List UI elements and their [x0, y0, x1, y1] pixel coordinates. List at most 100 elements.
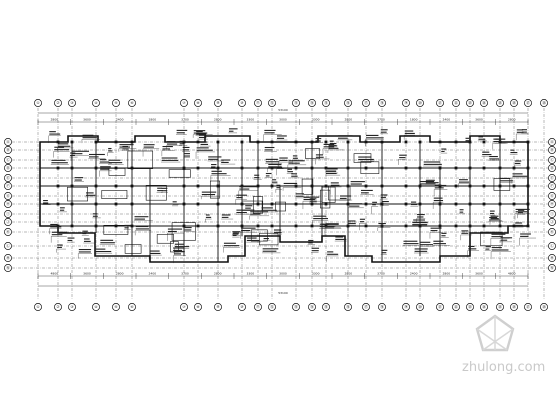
svg-text:①: ①	[36, 305, 39, 309]
column-axis-bubble: ⑫	[268, 303, 276, 311]
column-axis-bubble: ㉘	[540, 303, 548, 311]
svg-text:⑧: ⑧	[196, 305, 200, 309]
column-axis-bubble: ㉗	[524, 99, 532, 107]
row-axis-bubble-right: Ⓚ	[548, 228, 556, 236]
column-axis-bubble: ⑬	[292, 99, 300, 107]
column-axis-bubble: ⑨	[214, 99, 222, 107]
svg-text:Ⓝ: Ⓝ	[550, 265, 554, 270]
svg-text:㉗: ㉗	[526, 304, 530, 309]
row-axis-bubble-right: Ⓙ	[548, 218, 556, 226]
column-axis-bubble: ①	[34, 303, 42, 311]
row-axis-bubble-right: Ⓒ	[548, 156, 556, 164]
svg-text:④: ④	[94, 101, 97, 105]
column-axis-bubble: ㉖	[510, 303, 518, 311]
column-axis-bubble: ⑦	[180, 303, 188, 311]
dimension-label: 2800	[51, 118, 59, 122]
column-axis-bubble: ㉔	[480, 303, 488, 311]
row-axis-bubble-left: Ⓚ	[4, 228, 12, 236]
overall-dimension-top: 53100	[278, 108, 288, 112]
svg-text:⑤: ⑤	[114, 305, 118, 309]
dimension-label: 3300	[312, 272, 320, 276]
column-axis-bubble: ⑮	[322, 99, 330, 107]
svg-text:⑦: ⑦	[182, 305, 185, 309]
svg-text:Ⓛ: Ⓛ	[6, 243, 10, 248]
svg-text:⑲: ⑲	[404, 304, 408, 309]
row-axis-bubble-left: Ⓓ	[4, 164, 12, 172]
dimension-label: 2400	[116, 118, 124, 122]
column-axis-bubble: ⑱	[378, 99, 386, 107]
row-axis-bubble-left: Ⓙ	[4, 218, 12, 226]
column-axis-bubble: ⑰	[362, 303, 370, 311]
svg-text:③: ③	[70, 305, 73, 309]
svg-text:Ⓕ: Ⓕ	[6, 183, 10, 188]
svg-text:⑨: ⑨	[216, 101, 220, 105]
dimension-label: 1800	[410, 118, 418, 122]
svg-text:Ⓓ: Ⓓ	[6, 165, 10, 170]
row-axis-bubble-right: Ⓖ	[548, 192, 556, 200]
svg-text:㉒: ㉒	[454, 100, 458, 105]
dimension-label: 4800	[51, 272, 59, 276]
column-axis-bubble: ③	[68, 99, 76, 107]
svg-text:㉗: ㉗	[526, 100, 530, 105]
column-axis-bubble: ⑫	[268, 99, 276, 107]
svg-text:㉔: ㉔	[482, 304, 486, 309]
row-axis-bubble-left: Ⓗ	[4, 200, 12, 208]
svg-text:Ⓗ: Ⓗ	[6, 201, 10, 206]
svg-text:Ⓜ: Ⓜ	[6, 255, 10, 260]
svg-text:⑯: ⑯	[346, 304, 350, 309]
column-axis-bubble: ⑪	[254, 99, 262, 107]
row-axis-bubble-right: Ⓜ	[548, 254, 556, 262]
grid-axes: ①①②②③③④④⑤⑤⑥⑥⑦⑦⑧⑧⑨⑨⑩⑩⑪⑪⑫⑫⑬⑬⑭⑭⑮⑮⑯⑯⑰⑰⑱⑱⑲⑲⑳⑳…	[4, 99, 556, 311]
svg-text:⑭: ⑭	[310, 304, 314, 309]
svg-text:⑩: ⑩	[240, 101, 243, 105]
column-axis-bubble: ⑬	[292, 303, 300, 311]
svg-text:Ⓑ: Ⓑ	[550, 147, 554, 152]
svg-text:⑫: ⑫	[270, 304, 274, 309]
dimension-label: 3000	[279, 118, 287, 122]
svg-text:③: ③	[70, 101, 73, 105]
dimension-label: 2800	[345, 272, 353, 276]
svg-text:⑮: ⑮	[324, 304, 328, 309]
row-axis-bubble-left: Ⓘ	[4, 210, 12, 218]
dimension-label: 3700	[181, 118, 189, 122]
column-axis-bubble: ㉒	[452, 99, 460, 107]
column-axis-bubble: ⑮	[322, 303, 330, 311]
row-axis-bubble-left: Ⓕ	[4, 182, 12, 190]
column-axis-bubble: ⑩	[238, 303, 246, 311]
svg-text:Ⓔ: Ⓔ	[6, 175, 10, 180]
svg-text:⑦: ⑦	[182, 101, 185, 105]
row-axis-bubble-right: Ⓗ	[548, 200, 556, 208]
column-axis-bubble: ⑥	[128, 99, 136, 107]
dimension-label: 3600	[475, 118, 483, 122]
svg-text:⑮: ⑮	[324, 100, 328, 105]
svg-text:⑩: ⑩	[240, 305, 243, 309]
svg-text:Ⓜ: Ⓜ	[550, 255, 554, 260]
svg-text:⑳: ⑳	[418, 100, 422, 105]
svg-text:㉖: ㉖	[512, 304, 516, 309]
svg-text:⑬: ⑬	[294, 100, 298, 105]
svg-text:Ⓛ: Ⓛ	[550, 243, 554, 248]
column-axis-bubble: ⑤	[112, 99, 120, 107]
column-axis-bubble: ㉓	[466, 303, 474, 311]
dimension-label: 4800	[508, 272, 516, 276]
svg-text:Ⓒ: Ⓒ	[550, 157, 554, 162]
svg-text:Ⓓ: Ⓓ	[550, 165, 554, 170]
row-axis-bubble-left: Ⓛ	[4, 242, 12, 250]
dimension-label: 3600	[83, 118, 91, 122]
column-axis-bubble: ⑥	[128, 303, 136, 311]
svg-text:⑳: ⑳	[418, 304, 422, 309]
column-axis-bubble: ㉓	[466, 99, 474, 107]
dimension-label: 2800	[116, 272, 124, 276]
svg-text:Ⓖ: Ⓖ	[6, 193, 10, 198]
watermark-text: zhulong.com	[462, 360, 545, 375]
svg-text:Ⓘ: Ⓘ	[550, 211, 554, 216]
row-axis-bubble-left: Ⓔ	[4, 174, 12, 182]
svg-text:Ⓐ: Ⓐ	[550, 139, 554, 144]
column-axis-bubble: ⑳	[416, 99, 424, 107]
column-axis-bubble: ④	[92, 303, 100, 311]
column-axis-bubble: ①	[34, 99, 42, 107]
svg-text:⑫: ⑫	[270, 100, 274, 105]
svg-text:㉓: ㉓	[468, 304, 472, 309]
dimension-label: 2800	[345, 118, 353, 122]
dimension-label: 2400	[149, 272, 157, 276]
